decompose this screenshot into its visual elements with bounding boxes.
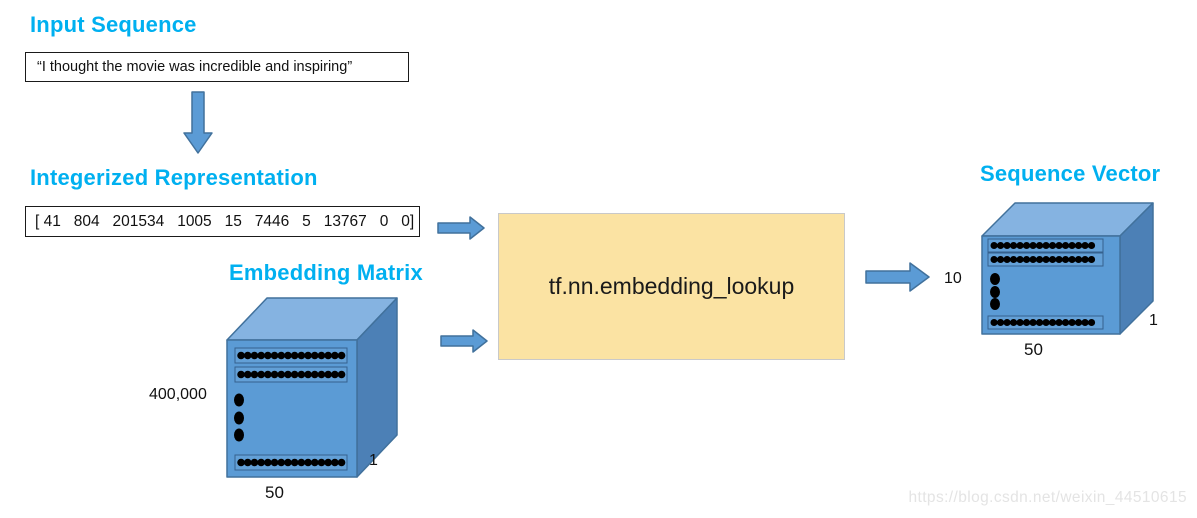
arrow-right-output-shape bbox=[865, 262, 930, 292]
arrow-right-output-icon bbox=[865, 262, 930, 292]
ellipsis-dot bbox=[990, 298, 1000, 310]
integerized-text: [ 41 804 201534 1005 15 7446 5 13767 0 0… bbox=[35, 212, 415, 230]
arrow-right-top-shape bbox=[437, 216, 485, 240]
ellipsis-dot bbox=[234, 428, 244, 442]
integerized-box: [ 41 804 201534 1005 15 7446 5 13767 0 0… bbox=[25, 206, 420, 237]
arrow-right-top-icon bbox=[437, 216, 485, 240]
sequence-vector-title: Sequence Vector bbox=[980, 161, 1161, 186]
arrow-down-shape bbox=[183, 91, 213, 154]
sequence-height-label: 10 bbox=[944, 270, 962, 287]
ellipsis-dot bbox=[234, 411, 244, 425]
embedding-width-label: 50 bbox=[265, 483, 284, 502]
embedding-lookup-box: tf.nn.embedding_lookup bbox=[498, 213, 845, 360]
ellipsis-dot bbox=[234, 393, 244, 407]
embedding-depth-label: 1 bbox=[369, 452, 378, 469]
input-sequence-title: Input Sequence bbox=[30, 12, 197, 37]
embedding-matrix-title: Embedding Matrix bbox=[229, 260, 423, 285]
sequence-vector-cube bbox=[981, 202, 1154, 335]
integerized-title: Integerized Representation bbox=[30, 165, 318, 190]
embedding-lookup-label: tf.nn.embedding_lookup bbox=[548, 273, 795, 299]
watermark-url: https://blog.csdn.net/weixin_44510615 bbox=[908, 489, 1187, 506]
arrow-right-bottom-shape bbox=[440, 329, 488, 353]
arrow-down-icon bbox=[183, 91, 213, 154]
sequence-depth-label: 1 bbox=[1149, 312, 1158, 329]
input-sequence-text: “I thought the movie was incredible and … bbox=[37, 59, 353, 75]
ellipsis-dot bbox=[990, 286, 1000, 298]
arrow-right-bottom-icon bbox=[440, 329, 488, 353]
sequence-width-label: 50 bbox=[1024, 340, 1043, 359]
ellipsis-dot bbox=[990, 273, 1000, 285]
input-sequence-box: “I thought the movie was incredible and … bbox=[25, 52, 409, 82]
embedding-height-label: 400,000 bbox=[149, 386, 207, 403]
embedding-matrix-cube bbox=[226, 297, 398, 478]
